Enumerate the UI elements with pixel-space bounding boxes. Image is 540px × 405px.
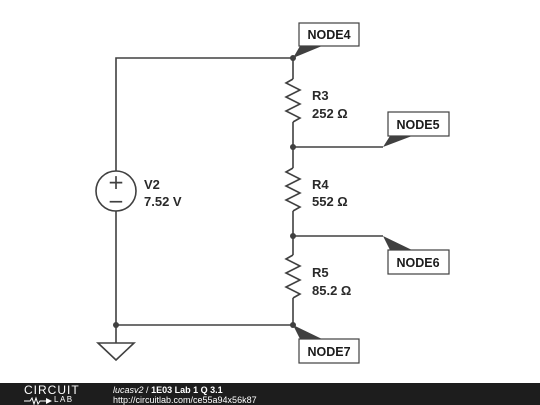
resistor-r5 [284,254,302,299]
node7-label: NODE7 [307,345,350,359]
node4-tag: NODE4 [293,22,360,58]
source-minus-sign: − [108,189,125,213]
author-name[interactable]: lucasv2 [113,385,144,395]
resistor-r4 [284,167,302,212]
r5-value-label: 85.2 Ω [312,283,351,298]
resistor-r3 [284,78,302,123]
node6-tag: NODE6 [383,236,450,275]
ground-icon [95,342,137,362]
r3-value-label: 252 Ω [312,106,348,121]
junction-node6 [290,233,296,239]
r5-name-label: R5 [312,265,329,280]
r4-name-label: R4 [312,177,329,192]
node6-label: NODE6 [396,256,439,270]
node5-label: NODE5 [396,118,439,132]
voltage-source-v2: + − [95,170,137,213]
r4-value-label: 552 Ω [312,194,348,209]
circuit-url[interactable]: http://circuitlab.com/ce55a94x56k87 [113,395,257,405]
circuit-credit: lucasv2 / 1E03 Lab 1 Q 3.1 http://circui… [113,385,257,405]
logo-resistor-icon [24,396,52,405]
v2-value-label: 7.52 V [144,194,182,209]
circuit-schematic: + − V2 7.52 V R3 252 Ω R4 552 Ω R5 85.2 … [95,22,450,364]
junction-ground [113,322,119,328]
circuit-title[interactable]: 1E03 Lab 1 Q 3.1 [151,385,223,395]
footer-bar: CIRCUIT LAB lucasv2 / 1E03 Lab 1 Q 3.1 h… [0,383,540,405]
source-plus-sign: + [108,170,125,194]
node5-tag: NODE5 [383,111,450,147]
logo-lab-text: LAB [54,395,74,404]
junction-node5 [290,144,296,150]
wire-bottom-left [115,211,293,326]
logo-circuit-text: CIRCUIT [24,383,80,397]
node4-label: NODE4 [307,28,350,42]
r3-name-label: R3 [312,88,329,103]
credit-separator: / [146,385,149,395]
wire-top-left [115,57,293,171]
node7-tag: NODE7 [293,325,360,364]
v2-name-label: V2 [144,177,160,192]
circuitlab-logo: CIRCUIT LAB [24,383,94,405]
